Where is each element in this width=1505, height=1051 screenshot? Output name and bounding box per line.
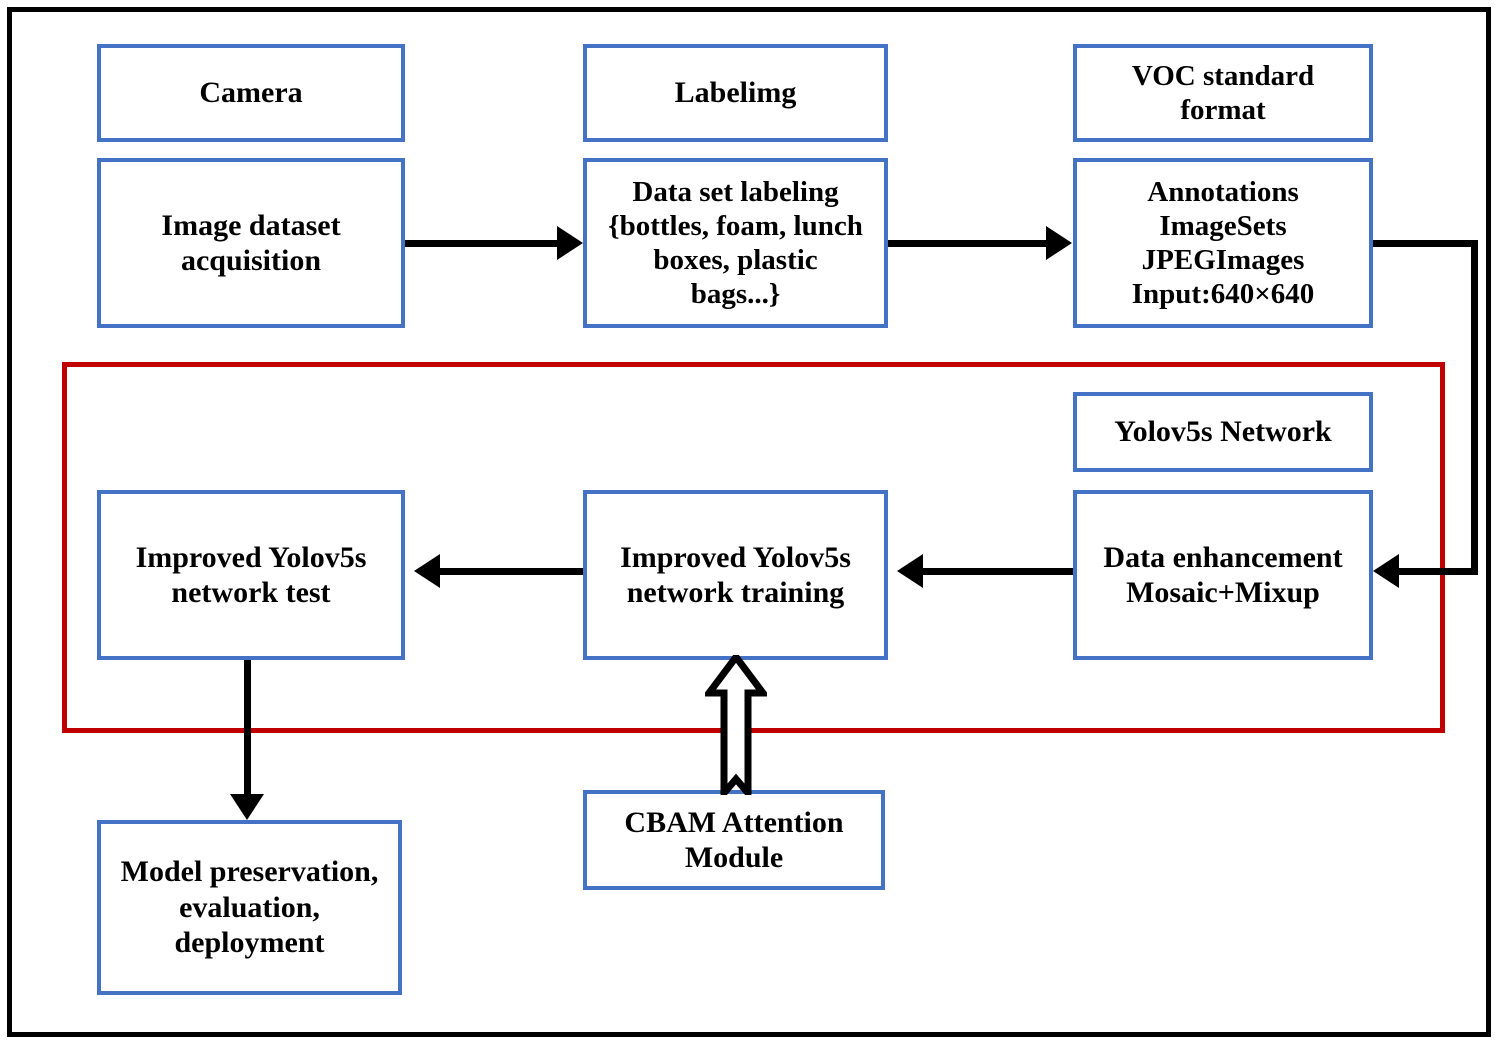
- node-annotations-label: Annotations ImageSets JPEGImages Input:6…: [1131, 175, 1315, 311]
- node-image-dataset-acquisition[interactable]: Image dataset acquisition: [97, 158, 405, 328]
- connector-cbam-to-training-block-arrow: [702, 651, 770, 803]
- connector-annotations-route-right: [1471, 240, 1478, 572]
- connector-labeling-to-annotations-line: [888, 240, 1048, 247]
- connector-annotations-route-top: [1373, 240, 1478, 247]
- node-model-preservation[interactable]: Model preservation, evaluation, deployme…: [97, 820, 402, 995]
- connector-enhancement-to-training-arrowhead: [897, 554, 923, 588]
- node-data-enhancement[interactable]: Data enhancement Mosaic+Mixup: [1073, 490, 1373, 660]
- node-improved-yolov5s-network-test-label: Improved Yolov5s network test: [135, 540, 367, 609]
- node-cbam-attention-module-label: CBAM Attention Module: [624, 805, 844, 874]
- node-camera-label: Camera: [199, 76, 303, 110]
- yolov5s-network-group-border: [62, 362, 1445, 733]
- node-data-enhancement-label: Data enhancement Mosaic+Mixup: [1103, 540, 1343, 609]
- node-improved-yolov5s-network-training-label: Improved Yolov5s network training: [620, 540, 851, 609]
- connector-enhancement-to-training-line: [923, 568, 1073, 575]
- connector-annotations-to-data-enhancement-arrowhead: [1373, 554, 1399, 588]
- node-data-set-labeling-label: Data set labeling {bottles, foam, lunch …: [608, 175, 863, 311]
- node-labelimg-label: Labelimg: [674, 76, 797, 110]
- node-improved-yolov5s-network-test[interactable]: Improved Yolov5s network test: [97, 490, 405, 660]
- node-model-preservation-label: Model preservation, evaluation, deployme…: [120, 855, 379, 960]
- connector-annotations-route-bottom: [1398, 568, 1478, 575]
- node-improved-yolov5s-network-training[interactable]: Improved Yolov5s network training: [583, 490, 888, 660]
- node-camera[interactable]: Camera: [97, 44, 405, 142]
- block-arrow-up-icon: [702, 651, 770, 803]
- node-image-dataset-acquisition-label: Image dataset acquisition: [161, 208, 341, 277]
- node-voc-standard-format-label: VOC standard format: [1131, 59, 1315, 126]
- connector-training-to-test-line: [440, 568, 583, 575]
- connector-acquisition-to-labeling-arrowhead: [557, 226, 583, 260]
- node-yolov5s-network-label: Yolov5s Network: [1114, 415, 1332, 449]
- node-cbam-attention-module[interactable]: CBAM Attention Module: [583, 790, 885, 890]
- node-yolov5s-network[interactable]: Yolov5s Network: [1073, 392, 1373, 472]
- connector-test-to-model-line: [244, 660, 251, 808]
- connector-labeling-to-annotations-arrowhead: [1046, 226, 1072, 260]
- connector-test-to-model-arrowhead: [230, 794, 264, 820]
- node-voc-standard-format[interactable]: VOC standard format: [1073, 44, 1373, 142]
- node-data-set-labeling[interactable]: Data set labeling {bottles, foam, lunch …: [583, 158, 888, 328]
- node-annotations[interactable]: Annotations ImageSets JPEGImages Input:6…: [1073, 158, 1373, 328]
- node-labelimg[interactable]: Labelimg: [583, 44, 888, 142]
- connector-acquisition-to-labeling-line: [405, 240, 560, 247]
- connector-training-to-test-arrowhead: [414, 554, 440, 588]
- outer-frame-border: [7, 7, 1491, 1037]
